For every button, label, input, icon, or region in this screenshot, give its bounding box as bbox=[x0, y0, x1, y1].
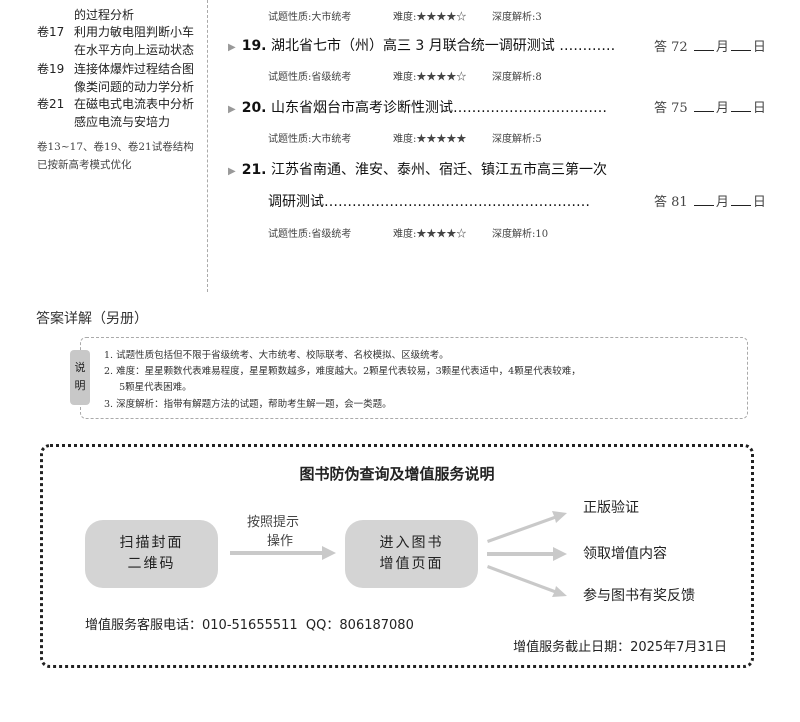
arrow-icon bbox=[487, 511, 567, 543]
service-deadline: 增值服务截止日期：2025年7月31日 bbox=[513, 640, 727, 655]
notes-tag: 说明 bbox=[70, 350, 90, 405]
arrow-icon bbox=[487, 547, 567, 561]
entry-answer: 答 72 月日 bbox=[654, 40, 766, 55]
left-item-num: 卷19 bbox=[37, 62, 65, 76]
service-box bbox=[40, 444, 754, 668]
triangle-icon: ▶ bbox=[228, 104, 236, 115]
left-item-text: 在磁电式电流表中分析 bbox=[74, 97, 195, 111]
note-line: 5颗星代表困难。 bbox=[104, 382, 192, 393]
column-divider bbox=[207, 0, 208, 292]
entry-20[interactable]: ▶20. 山东省烟台市高考诊断性测试…………………………… bbox=[228, 100, 607, 116]
left-item-num: 卷17 bbox=[37, 25, 65, 39]
left-note: 已按新高考模式优化 bbox=[37, 159, 132, 171]
note-line: 2. 难度：星星颗数代表难易程度，星星颗数越多，难度越大。2颗星代表较易，3颗星… bbox=[104, 366, 581, 377]
entry-answer: 答 81 月日 bbox=[654, 195, 766, 210]
scan-cover-step: 扫描封面二维码 bbox=[85, 520, 218, 588]
left-note: 卷13~17、卷19、卷21试卷结构 bbox=[37, 141, 194, 153]
left-item-text: 像类问题的动力学分析 bbox=[74, 80, 195, 94]
left-item-text: 感应电流与安培力 bbox=[74, 115, 171, 129]
hint-text: 按照提示操作 bbox=[247, 515, 300, 549]
service-title: 图书防伪查询及增值服务说明 bbox=[299, 465, 495, 483]
answer-heading: 答案详解（另册） bbox=[36, 311, 148, 327]
entry-21-cont: 调研测试………………………………………………… bbox=[268, 194, 590, 210]
entry-21[interactable]: ▶21. 江苏省南通、淮安、泰州、宿迁、镇江五市高三第一次 bbox=[228, 162, 607, 178]
entry-meta: 试题性质:大市统考难度:★★★★☆深度解析:3 bbox=[268, 12, 542, 23]
outcome-genuine: 正版验证 bbox=[583, 500, 639, 516]
left-item-text: 连接体爆炸过程结合图 bbox=[74, 62, 195, 76]
entry-meta: 试题性质:省级统考难度:★★★★☆深度解析:10 bbox=[268, 229, 549, 240]
left-item-text: 在水平方向上运动状态 bbox=[74, 43, 195, 57]
outcome-content: 领取增值内容 bbox=[583, 546, 667, 562]
triangle-icon: ▶ bbox=[228, 166, 236, 177]
enter-page-step: 进入图书增值页面 bbox=[345, 520, 478, 588]
entry-19[interactable]: ▶19. 湖北省七市（州）高三 3 月联合统一调研测试 ………… bbox=[228, 38, 616, 54]
left-item-num: 卷21 bbox=[37, 97, 65, 111]
triangle-icon: ▶ bbox=[228, 42, 236, 53]
entry-meta: 试题性质:省级统考难度:★★★★☆深度解析:8 bbox=[268, 72, 542, 83]
note-line: 1. 试题性质包括但不限于省级统考、大市统考、校际联考、名校模拟、区级统考。 bbox=[104, 350, 449, 361]
service-phone: 增值服务客服电话：010-51655511 QQ：806187080 bbox=[85, 618, 414, 633]
left-item-text: 利用力敏电阻判断小车 bbox=[74, 25, 195, 39]
arrow-icon bbox=[487, 565, 567, 597]
arrow-icon bbox=[230, 546, 336, 560]
entry-meta: 试题性质:大市统考难度:★★★★★深度解析:5 bbox=[268, 134, 542, 145]
entry-answer: 答 75 月日 bbox=[654, 101, 766, 116]
note-line: 3. 深度解析：指带有解题方法的试题，帮助考生解一题，会一类题。 bbox=[104, 399, 392, 410]
outcome-feedback: 参与图书有奖反馈 bbox=[583, 588, 695, 604]
left-item-text: 的过程分析 bbox=[74, 8, 135, 22]
